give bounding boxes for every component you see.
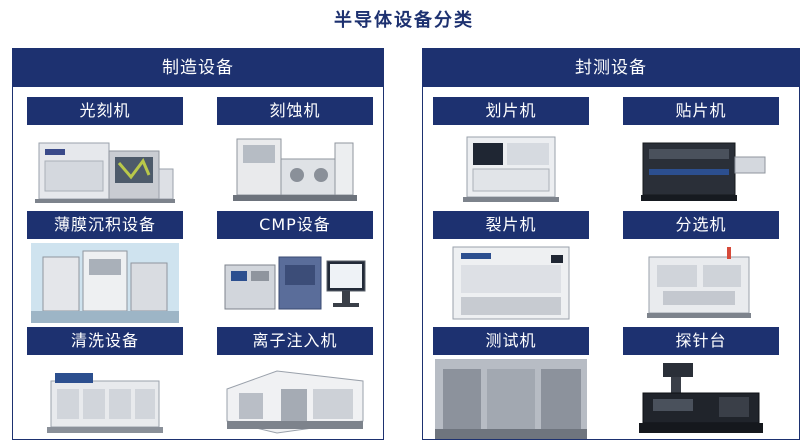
item-dicing-saw: 划片机 [433, 97, 589, 209]
item-label: 光刻机 [27, 97, 183, 125]
sorter-icon [623, 243, 779, 323]
probe-station-icon [623, 359, 779, 439]
item-ion-implanter: 离子注入机 [217, 327, 373, 439]
packaging-testing-header: 封测设备 [423, 49, 799, 87]
lithography-machine-icon [27, 129, 183, 209]
item-deposition: 薄膜沉积设备 [27, 211, 183, 323]
item-tester: 测试机 [433, 327, 589, 439]
item-sorter: 分选机 [623, 211, 779, 323]
ion-implanter-icon [217, 359, 373, 439]
item-label: 分选机 [623, 211, 779, 239]
manufacturing-header: 制造设备 [13, 49, 383, 87]
item-cmp: CMP设备 [217, 211, 373, 323]
deposition-equipment-icon [27, 243, 183, 323]
item-etching: 刻蚀机 [217, 97, 373, 209]
etching-machine-icon [217, 129, 373, 209]
dicing-saw-icon [433, 129, 589, 209]
item-label: 贴片机 [623, 97, 779, 125]
cleaning-equipment-icon [27, 359, 183, 439]
item-probe-station: 探针台 [623, 327, 779, 439]
item-label: 清洗设备 [27, 327, 183, 355]
item-lithography: 光刻机 [27, 97, 183, 209]
tester-icon [433, 359, 589, 439]
item-label: 裂片机 [433, 211, 589, 239]
item-label: CMP设备 [217, 211, 373, 239]
pick-and-place-icon [623, 129, 779, 209]
item-label: 划片机 [433, 97, 589, 125]
page-title: 半导体设备分类 [334, 10, 474, 31]
item-cleaning: 清洗设备 [27, 327, 183, 439]
item-label: 刻蚀机 [217, 97, 373, 125]
die-breaker-icon [433, 243, 589, 323]
cmp-equipment-icon [217, 243, 373, 323]
item-label: 离子注入机 [217, 327, 373, 355]
item-die-breaker: 裂片机 [433, 211, 589, 323]
manufacturing-panel: 制造设备 光刻机 刻蚀机 [12, 48, 384, 440]
packaging-testing-panel: 封测设备 划片机 贴片机 裂片机 [422, 48, 800, 440]
item-label: 薄膜沉积设备 [27, 211, 183, 239]
item-label: 探针台 [623, 327, 779, 355]
item-label: 测试机 [433, 327, 589, 355]
item-pick-and-place: 贴片机 [623, 97, 779, 209]
